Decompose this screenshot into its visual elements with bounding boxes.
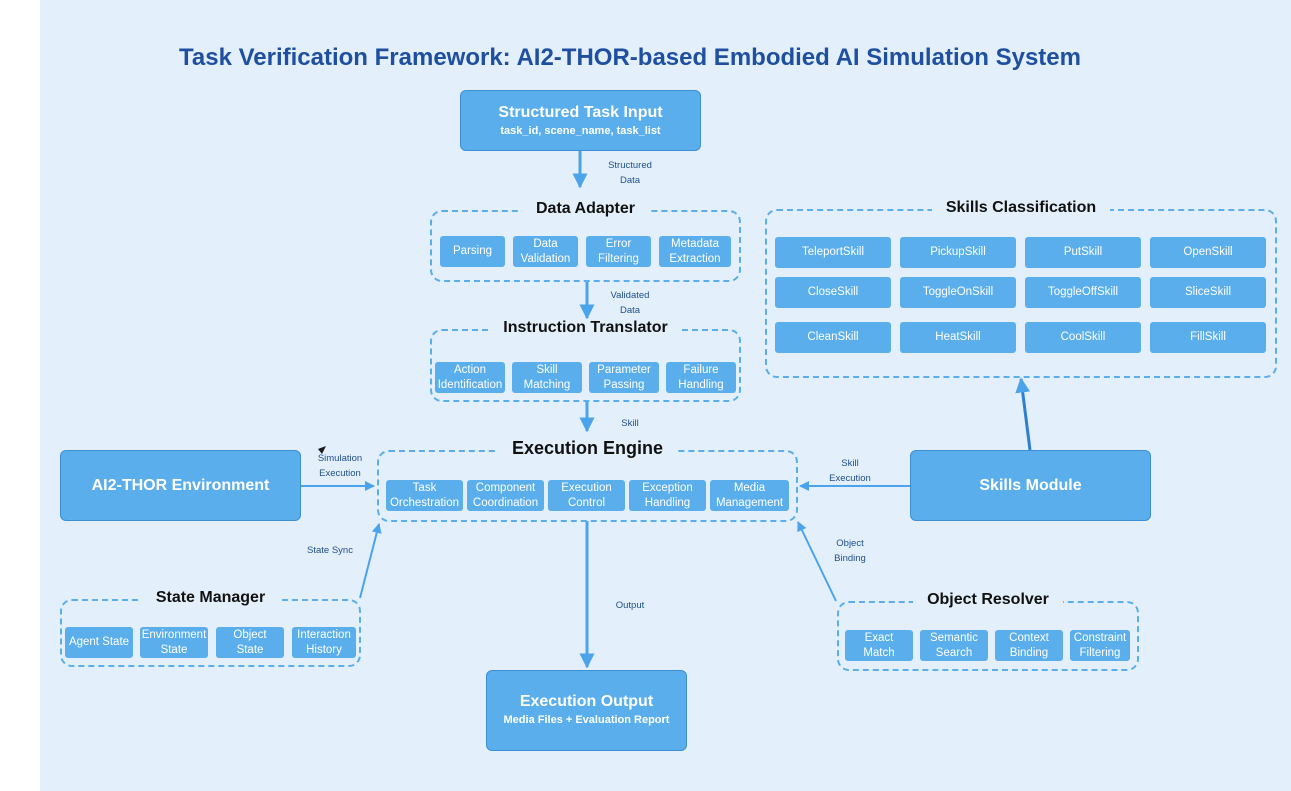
chip-skill-matching: Skill Matching [512, 362, 582, 393]
execution-engine-group: Execution Engine [377, 438, 798, 522]
edge-label-skill-execution: Skill Execution [829, 458, 871, 484]
node-subtitle: task_id, scene_name, task_list [500, 125, 661, 137]
structured-task-input-node: Structured Task Input task_id, scene_nam… [460, 90, 701, 151]
chip-component-coordination: Component Coordination [467, 480, 544, 511]
skill-fill: FillSkill [1150, 322, 1266, 353]
group-title: Instruction Translator [489, 319, 682, 336]
chip-context-binding: Context Binding [995, 630, 1063, 661]
chip-task-orchestration: Task Orchestration [386, 480, 463, 511]
chip-object-state: Object State [216, 627, 284, 658]
chip-exact-match: Exact Match [845, 630, 913, 661]
diagram-title: Task Verification Framework: AI2-THOR-ba… [179, 44, 1081, 71]
node-title: AI2-THOR Environment [91, 476, 270, 494]
small-pointer-icon [318, 446, 326, 454]
skill-toggle-on: ToggleOnSkill [900, 277, 1016, 308]
edge-label-simulation-execution: Simulation Execution [317, 453, 363, 479]
arrow-skills-module-to-classification [1015, 377, 1032, 451]
chip-semantic-search: Semantic Search [920, 630, 988, 661]
chip-interaction-history: Interaction History [292, 627, 356, 658]
chip-parameter-passing: Parameter Passing [589, 362, 659, 393]
chip-data-validation: Data Validation [513, 236, 578, 267]
chip-agent-state: Agent State [65, 627, 133, 658]
group-title: Execution Engine [497, 438, 678, 458]
chip-action-identification: Action Identification [435, 362, 505, 393]
chip-error-filtering: Error Filtering [586, 236, 651, 267]
skill-heat: HeatSkill [900, 322, 1016, 353]
group-title: Skills Classification [931, 199, 1111, 216]
skills-module-node: Skills Module [910, 450, 1151, 521]
skills-classification-group: Skills Classification [765, 199, 1277, 378]
chip-parsing: Parsing [440, 236, 505, 267]
edge-label-state-sync: State Sync [307, 545, 353, 556]
object-resolver-group: Object Resolver [837, 591, 1139, 671]
skill-close: CloseSkill [775, 277, 891, 308]
group-title: State Manager [141, 589, 280, 606]
node-title: Skills Module [979, 476, 1082, 494]
chip-execution-control: Execution Control [548, 480, 625, 511]
arrow-state-manager-to-engine [359, 523, 382, 599]
edge-label-output: Output [615, 600, 645, 611]
arrow-resolver-to-engine [797, 521, 837, 602]
state-manager-group: State Manager [60, 589, 361, 667]
ai2thor-environment-node: AI2-THOR Environment [60, 450, 301, 521]
skill-toggle-off: ToggleOffSkill [1025, 277, 1141, 308]
chip-metadata-extraction: Metadata Extraction [659, 236, 731, 267]
chip-exception-handling: Exception Handling [629, 480, 706, 511]
edge-label-validated-data: Validated Data [610, 290, 650, 316]
data-adapter-group: Data Adapter [430, 200, 741, 282]
node-subtitle: Media Files + Evaluation Report [503, 714, 670, 726]
chip-media-management: Media Management [710, 480, 789, 511]
node-title: Execution Output [519, 693, 654, 710]
edge-label-structured-data: Structured Data [608, 160, 652, 186]
node-title: Structured Task Input [498, 104, 663, 121]
group-title: Object Resolver [913, 591, 1063, 608]
chip-constraint-filtering: Constraint Filtering [1070, 630, 1130, 661]
skill-put: PutSkill [1025, 237, 1141, 268]
skill-teleport: TeleportSkill [775, 237, 891, 268]
chip-failure-handling: Failure Handling [666, 362, 736, 393]
chip-environment-state: Environment State [140, 627, 208, 658]
skill-pickup: PickupSkill [900, 237, 1016, 268]
skill-clean: CleanSkill [775, 322, 891, 353]
execution-output-node: Execution Output Media Files + Evaluatio… [486, 670, 687, 751]
skill-open: OpenSkill [1150, 237, 1266, 268]
skill-slice: SliceSkill [1150, 277, 1266, 308]
instruction-translator-group: Instruction Translator [430, 319, 741, 402]
group-title: Data Adapter [522, 200, 649, 217]
edge-label-skill: Skill [621, 418, 639, 429]
skill-cool: CoolSkill [1025, 322, 1141, 353]
edge-label-object-binding: Object Binding [834, 538, 866, 564]
